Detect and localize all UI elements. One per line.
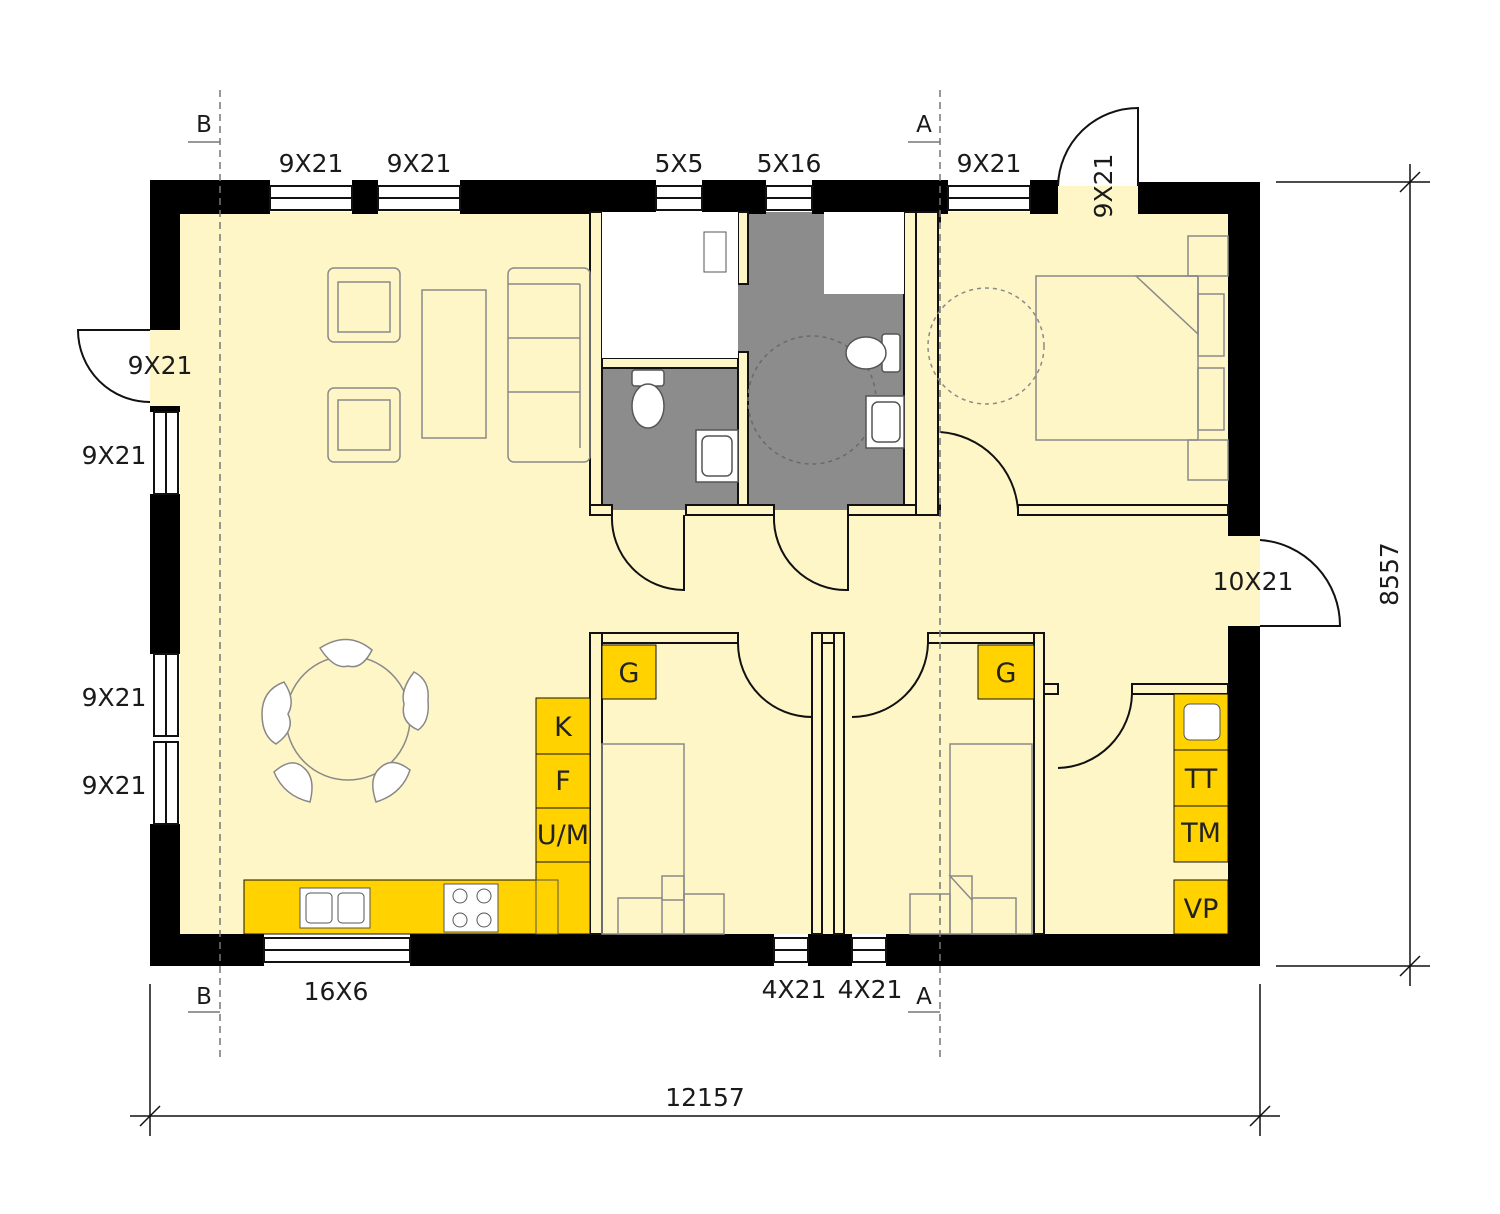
kitchen-label-um: U/M bbox=[537, 820, 589, 851]
hob-icon bbox=[443, 883, 499, 933]
section-a-top: A bbox=[916, 112, 932, 138]
single-bed-1 bbox=[601, 743, 725, 935]
utility-units bbox=[1173, 693, 1229, 935]
dimension-width: 12157 bbox=[665, 1083, 745, 1112]
window-label-left-3: 9X21 bbox=[82, 771, 147, 800]
dimension-lines bbox=[130, 164, 1430, 1136]
bathroom-fixtures bbox=[602, 212, 904, 465]
entrance-right-sill bbox=[1226, 536, 1260, 626]
entrance-top-sill bbox=[1058, 186, 1138, 214]
section-markers bbox=[188, 141, 940, 1013]
window-label-top-4: 5X16 bbox=[757, 149, 822, 178]
doors bbox=[76, 106, 1342, 769]
utility-label-tm: TM bbox=[1180, 818, 1221, 849]
section-lines bbox=[219, 90, 941, 1058]
window-label-top-5: 9X21 bbox=[957, 149, 1022, 178]
utility-label-vp: VP bbox=[1184, 894, 1219, 925]
window-label-bottom-2: 4X21 bbox=[762, 975, 827, 1004]
door-label-left: 9X21 bbox=[128, 351, 193, 380]
dimension-height: 8557 bbox=[1375, 542, 1404, 606]
window-label-top-1: 9X21 bbox=[279, 149, 344, 178]
window-label-top-3: 5X5 bbox=[655, 149, 704, 178]
kitchen-label-k: K bbox=[554, 712, 573, 743]
wardrobe-label-2: G bbox=[996, 658, 1017, 689]
window-label-left-1: 9X21 bbox=[82, 441, 147, 470]
wardrobe-label-1: G bbox=[619, 658, 640, 689]
double-bed-icon bbox=[927, 235, 1229, 481]
section-a-bottom: A bbox=[916, 984, 932, 1010]
interior-walls bbox=[589, 211, 1229, 935]
single-bed-2 bbox=[909, 743, 1033, 935]
section-b-top: B bbox=[196, 112, 212, 138]
round-dining-table-icon bbox=[261, 638, 430, 803]
window-label-bottom-3: 4X21 bbox=[838, 975, 903, 1004]
wardrobes bbox=[601, 644, 1035, 700]
window-label-left-2: 9X21 bbox=[82, 683, 147, 712]
entrance-left-sill bbox=[150, 330, 182, 406]
door-label-top: 9X21 bbox=[1089, 154, 1118, 219]
window-label-bottom-1: 16X6 bbox=[304, 977, 369, 1006]
door-label-right: 10X21 bbox=[1213, 567, 1294, 596]
utility-label-tt: TT bbox=[1184, 764, 1218, 795]
sofa-group bbox=[327, 267, 591, 463]
kitchen-label-f: F bbox=[555, 766, 571, 797]
window-label-top-2: 9X21 bbox=[387, 149, 452, 178]
toilet-icon bbox=[631, 333, 901, 429]
exterior-walls bbox=[150, 180, 1260, 966]
windows bbox=[153, 185, 1031, 963]
section-b-bottom: B bbox=[196, 984, 212, 1010]
sink-icon bbox=[695, 395, 905, 483]
